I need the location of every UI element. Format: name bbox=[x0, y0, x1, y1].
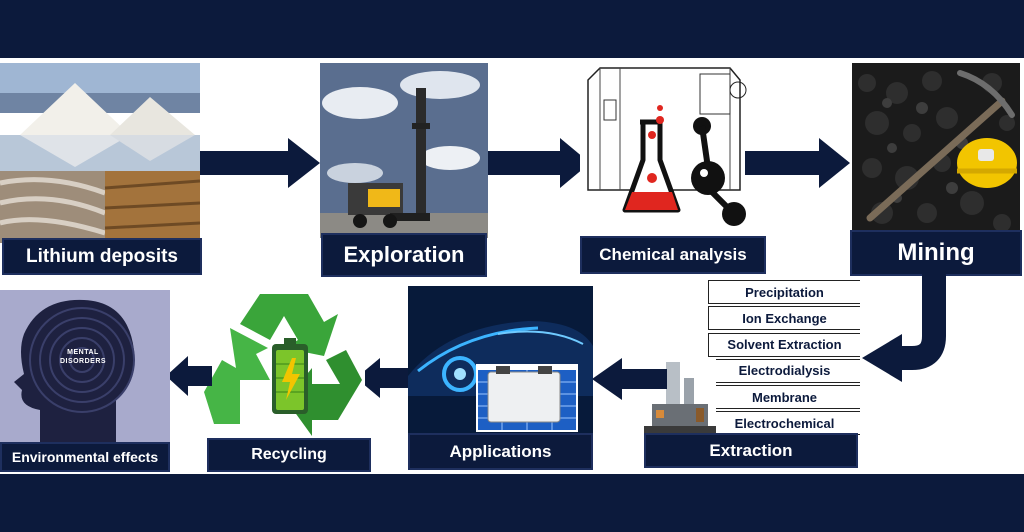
environmental-effects-image: MENTAL DISORDERS bbox=[0, 290, 170, 446]
stage-label-chemical-analysis: Chemical analysis bbox=[580, 236, 766, 274]
arrow-right-3 bbox=[745, 138, 850, 188]
bottom-band bbox=[0, 474, 1024, 532]
arrow-left-1 bbox=[592, 358, 667, 400]
method-item: Electrodialysis bbox=[708, 358, 860, 383]
arrow-down-left bbox=[862, 274, 946, 382]
stage-label-applications: Applications bbox=[408, 433, 593, 470]
applications-image bbox=[408, 286, 593, 434]
arrow-right-1 bbox=[200, 138, 320, 188]
stage-label-lithium-deposits: Lithium deposits bbox=[2, 238, 202, 275]
diagram-panel: Lithium deposits Exploration bbox=[0, 58, 1024, 474]
stage-label-extraction: Extraction bbox=[644, 433, 858, 468]
exploration-image bbox=[320, 63, 488, 238]
extraction-methods-list: Precipitation Ion Exchange Solvent Extra… bbox=[708, 280, 860, 438]
chemical-analysis-image bbox=[580, 60, 750, 240]
lithium-deposits-image bbox=[0, 63, 200, 243]
method-item: Ion Exchange bbox=[708, 306, 860, 331]
method-item: Electrochemical bbox=[708, 411, 860, 436]
stage-label-mining: Mining bbox=[850, 230, 1022, 276]
method-item: Membrane bbox=[708, 385, 860, 410]
head-text: MENTAL DISORDERS bbox=[59, 349, 107, 365]
stage-label-recycling: Recycling bbox=[207, 438, 371, 472]
arrow-left-3 bbox=[166, 356, 212, 396]
top-band bbox=[0, 0, 1024, 58]
method-item: Precipitation bbox=[708, 280, 860, 304]
method-item: Solvent Extraction bbox=[708, 332, 860, 357]
stage-label-environmental-effects: Environmental effects bbox=[0, 442, 170, 472]
stage-label-exploration: Exploration bbox=[321, 233, 487, 277]
arrow-right-2 bbox=[488, 138, 590, 188]
recycling-image bbox=[200, 286, 365, 442]
arrow-left-2 bbox=[356, 358, 408, 398]
mining-image bbox=[852, 63, 1020, 235]
